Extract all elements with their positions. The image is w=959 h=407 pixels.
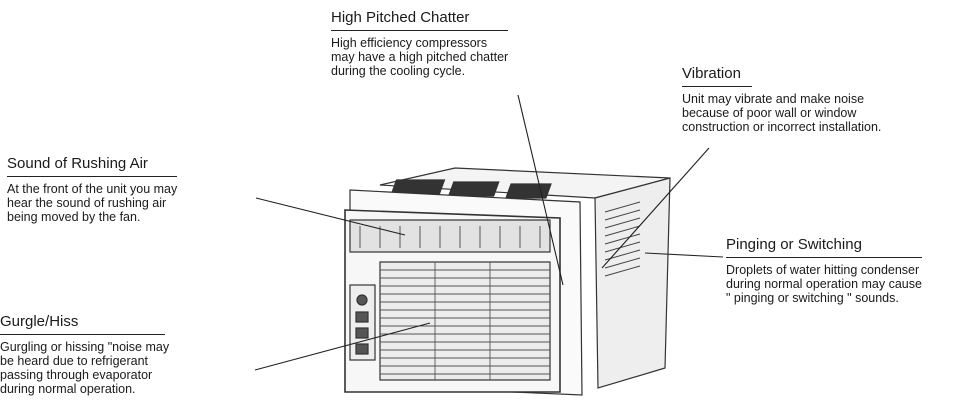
callout-description: Droplets of water hitting condenser duri… [726,263,922,305]
callout-heading: Sound of Rushing Air [7,155,178,177]
callout-heading: High Pitched Chatter [331,9,509,31]
callout-heading: Gurgle/Hiss [0,313,165,335]
callout-description: Unit may vibrate and make noise because … [682,92,882,134]
callout-description: At the front of the unit you may hear th… [7,182,178,224]
callout-sound-of-rushing-air: Sound of Rushing Air At the front of the… [7,155,178,224]
cabinet-side [594,177,671,389]
callout-vibration: Vibration Unit may vibrate and make nois… [682,65,881,134]
callout-gurgle-hiss: Gurgle/Hiss Gurgling or hissing "noise m… [0,313,169,396]
callout-high-pitched-chatter: High Pitched Chatter High efficiency com… [331,9,509,78]
callout-heading: Vibration [682,65,752,87]
control-strip [349,219,551,253]
front-louvers [379,261,551,381]
callout-pinging-or-switching: Pinging or Switching Droplets of water h… [726,236,922,305]
callout-description: Gurgling or hissing "noise may be heard … [0,340,170,396]
callout-heading: Pinging or Switching [726,236,922,258]
callout-description: High efficiency compressors may have a h… [331,36,509,78]
leader-lines [254,94,724,371]
